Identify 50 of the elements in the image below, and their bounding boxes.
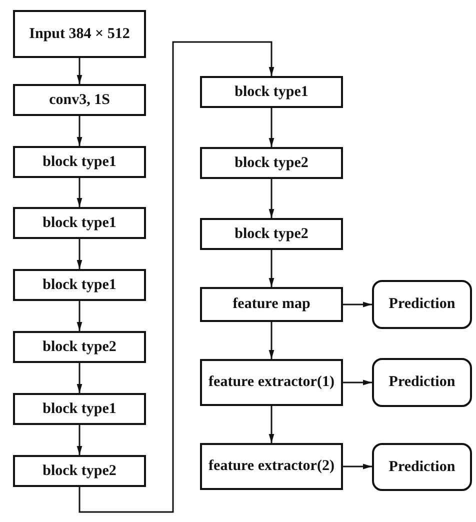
- arrow: [343, 464, 372, 470]
- box-label: block type1: [42, 276, 118, 294]
- arrow: [268, 250, 274, 287]
- process-box: [13, 269, 146, 301]
- box-label: Input 384 × 512: [28, 26, 131, 42]
- box-label: feature map: [232, 296, 312, 313]
- box-label: block type2: [234, 226, 310, 242]
- arrow: [76, 178, 82, 207]
- box-label: conv3, 1S: [48, 92, 111, 108]
- arrow: [76, 363, 82, 393]
- arrow: [268, 322, 274, 359]
- box-label: block type2: [42, 338, 118, 356]
- process-box: [200, 359, 343, 406]
- arrow: [76, 425, 82, 455]
- box-label: Prediction: [388, 296, 456, 313]
- process-box: [13, 331, 146, 363]
- box-label: block type1: [42, 400, 118, 418]
- arrow: [76, 301, 82, 331]
- box-label: block type1: [42, 154, 118, 170]
- box-label: block type2: [234, 154, 310, 172]
- process-box: [13, 84, 146, 116]
- arrow: [343, 380, 372, 386]
- arrow: [76, 58, 82, 84]
- process-box: [13, 10, 146, 58]
- arrow: [268, 406, 274, 443]
- process-box: [13, 207, 146, 239]
- process-box: [200, 218, 343, 250]
- process-box: [200, 287, 343, 322]
- prediction-box: [372, 280, 472, 329]
- prediction-box: [372, 443, 472, 491]
- arrow: [343, 302, 372, 308]
- process-box: [13, 455, 146, 487]
- box-label: Prediction: [388, 458, 456, 476]
- prediction-box: [372, 358, 472, 407]
- box-label: block type2: [42, 462, 118, 480]
- arrow: [76, 239, 82, 269]
- process-box: [13, 393, 146, 425]
- box-label: Prediction: [388, 374, 456, 391]
- process-box: [200, 147, 343, 179]
- box-label: block type1: [42, 214, 118, 232]
- arrow: [268, 179, 274, 218]
- arrow: [78, 41, 274, 513]
- arrow: [268, 108, 274, 147]
- process-box: [13, 146, 146, 178]
- box-label: block type1: [234, 84, 310, 100]
- arrow: [76, 116, 82, 146]
- process-box: [200, 443, 343, 490]
- process-box: [200, 76, 343, 108]
- box-label: feature extractor(2): [208, 458, 336, 475]
- box-label: feature extractor(1): [208, 374, 336, 391]
